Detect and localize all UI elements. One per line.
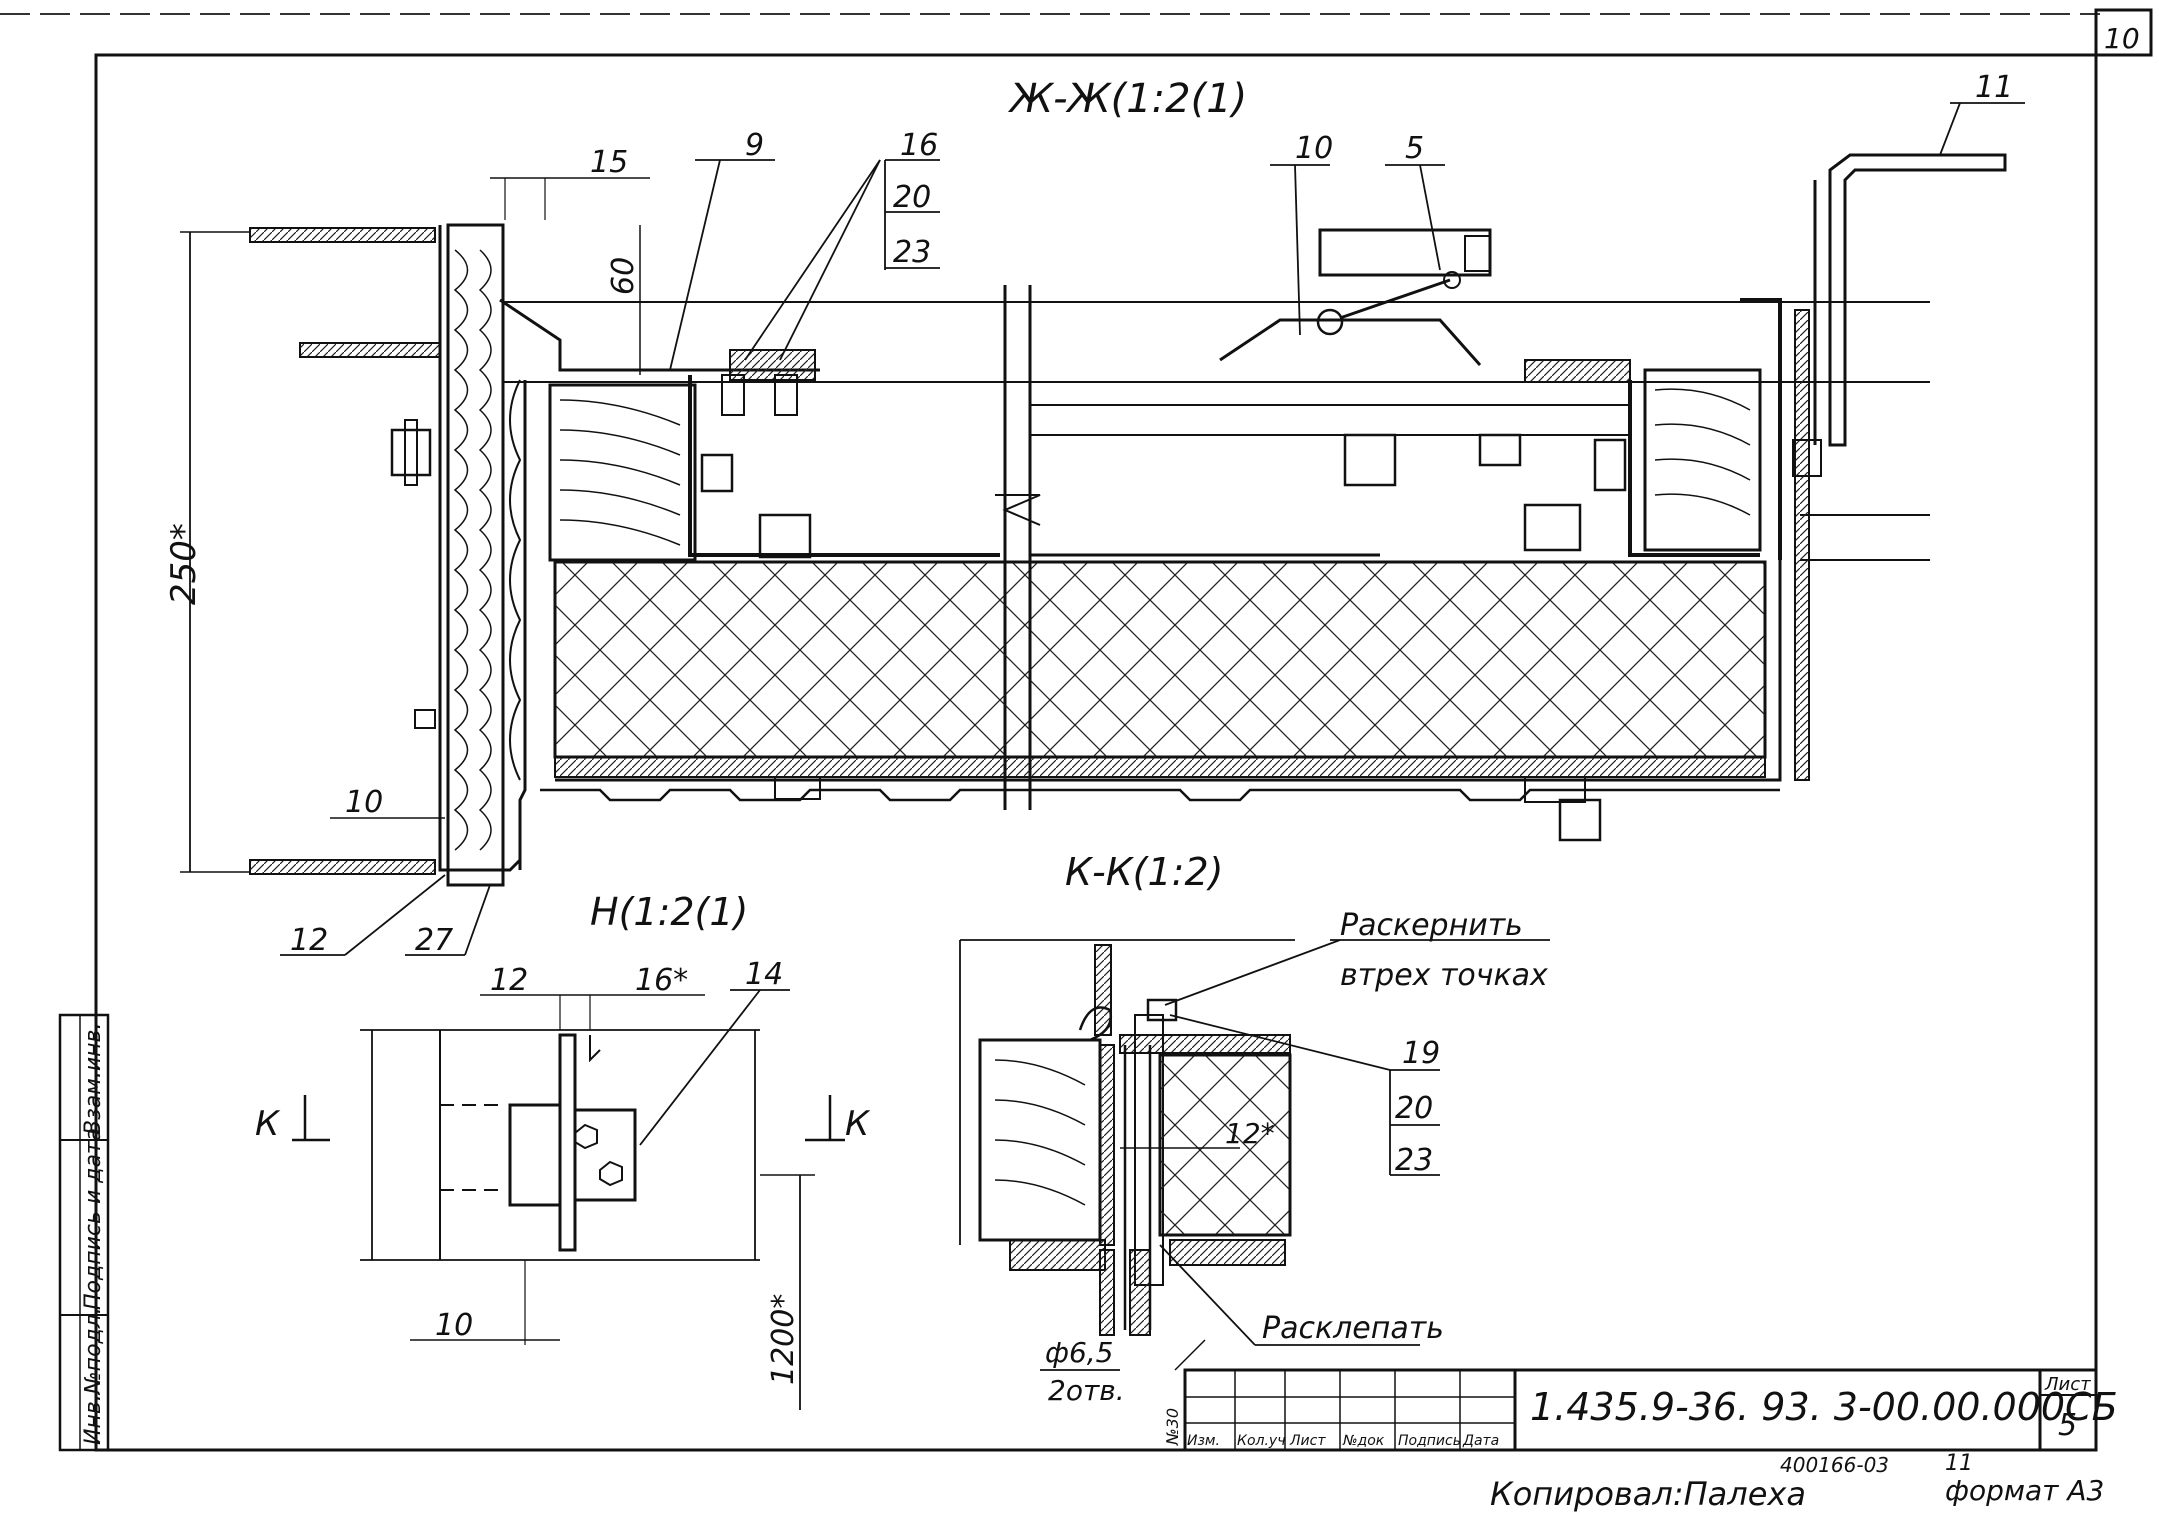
rev-header-5: Подпись <box>1398 1433 1461 1449</box>
dim-10: 10 <box>345 785 383 820</box>
dim-12b: 12* <box>1225 1117 1275 1150</box>
callout-20: 20 <box>893 180 931 215</box>
cut-mark-k-left: К <box>255 1104 281 1144</box>
dim-1200: 1200* <box>766 1294 801 1385</box>
title-block: Изм. Кол.уч Лист №док Подпись Дата 1.435… <box>1163 1339 2118 1452</box>
dim-16: 16* <box>635 963 688 998</box>
left-stamp-strip: Инв.№подл. Подпись и дата Взам.инв. <box>58 1013 110 1452</box>
footer: Копировал:Палеха 400166-03 11 формат А3 <box>1490 1451 2104 1513</box>
copied-by: Копировал:Палеха <box>1490 1475 1806 1513</box>
strip-label-1: Инв.№подл. <box>81 1307 106 1445</box>
wood-post <box>446 223 505 887</box>
dim-250: 250* <box>164 523 204 605</box>
section-k-title: К-К(1:2) <box>1065 850 1223 894</box>
callout-10: 10 <box>1295 131 1333 166</box>
callout-23b: 23 <box>1395 1143 1433 1178</box>
sheet-label: Лист <box>2044 1374 2091 1395</box>
note-rivet: Расклепать <box>1262 1311 1444 1346</box>
callout-19: 19 <box>1402 1036 1440 1071</box>
drawing-code: 1.435.9-36. 93. 3-00.00.000СБ <box>1530 1385 2118 1429</box>
section-main-title: Ж-Ж(1:2(1) <box>1007 76 1247 122</box>
side-stamp: №30 <box>1163 1408 1182 1446</box>
sheet-corner-number: 10 <box>2104 22 2140 55</box>
rev-header-4: №док <box>1342 1433 1385 1449</box>
callout-9: 9 <box>745 128 764 163</box>
note-drill-line2: втрех точках <box>1340 958 1548 993</box>
dim-15: 15 <box>590 145 628 180</box>
section-main: Ж-Ж(1:2(1) <box>164 70 2025 958</box>
rev-header-2: Кол.уч <box>1237 1433 1285 1449</box>
note-drill-line1: Раскернить <box>1340 908 1523 943</box>
section-k: К-К(1:2) Раскернить втрех точках 19 20 2… <box>959 850 1550 1407</box>
sheet-number: 5 <box>2058 1408 2077 1443</box>
cut-mark-k-right: К <box>845 1104 871 1144</box>
format-label: формат А3 <box>1945 1474 2104 1507</box>
detail-n: Н(1:2(1) К К 12 16* 14 10 12 <box>255 890 871 1410</box>
callout-11: 11 <box>1975 70 2013 105</box>
drawing-frame <box>94 53 2098 1452</box>
dim-hole: ф6,5 <box>1045 1336 1113 1369</box>
callout-5: 5 <box>1405 131 1424 166</box>
callout-20b: 20 <box>1395 1091 1433 1126</box>
callout-14: 14 <box>745 957 783 992</box>
archive-sheet: 11 <box>1945 1451 1973 1476</box>
rev-header-1: Изм. <box>1187 1433 1220 1449</box>
strip-label-2: Подпись и дата <box>81 1128 106 1310</box>
callout-12: 12 <box>290 923 328 958</box>
dim-hole-count: 2отв. <box>1048 1374 1125 1407</box>
rev-header-6: Дата <box>1462 1433 1499 1449</box>
rev-header-3: Лист <box>1289 1433 1326 1449</box>
callout-16: 16 <box>900 128 938 163</box>
callout-23: 23 <box>893 235 931 270</box>
strip-label-3: Взам.инв. <box>81 1022 106 1135</box>
dim-60: 60 <box>606 257 641 295</box>
insulation-core <box>553 560 1767 759</box>
dim-10b: 10 <box>435 1308 473 1343</box>
detail-n-title: Н(1:2(1) <box>590 890 748 934</box>
dim-12: 12 <box>490 963 528 998</box>
corner-box <box>2094 8 2153 57</box>
callout-27: 27 <box>415 923 453 958</box>
archive-number: 400166-03 <box>1780 1453 1889 1477</box>
